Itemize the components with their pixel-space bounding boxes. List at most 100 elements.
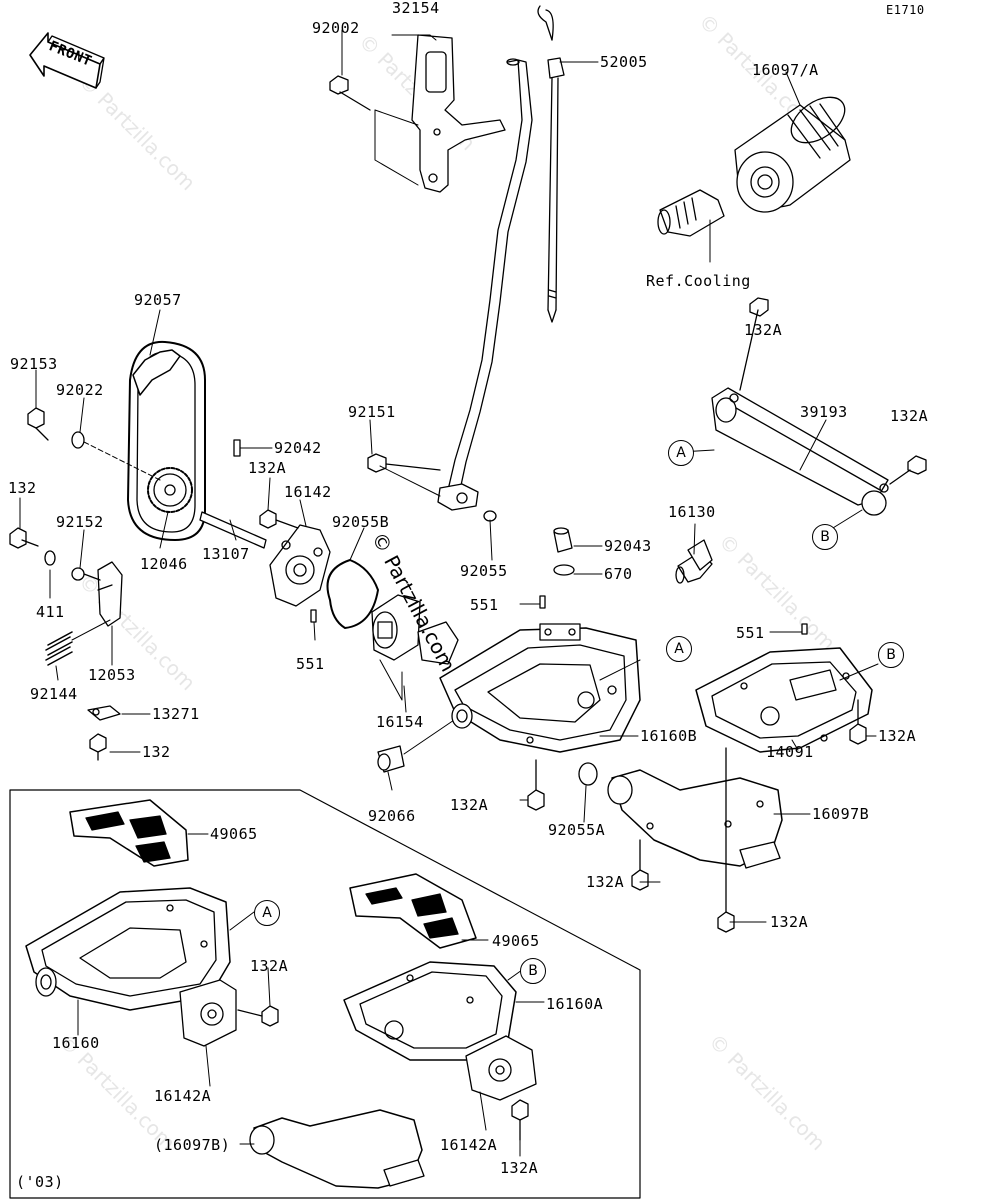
part-label-14091: 14091: [766, 743, 814, 761]
diagram-code: E1710: [886, 3, 925, 17]
o-ring-670-drawing: [553, 564, 575, 576]
part-label-16097B: 16097B: [812, 805, 870, 823]
part-label-132A: 132A: [586, 873, 625, 891]
part-label-132A: 132A: [250, 957, 289, 975]
bolt-132b-drawing: [89, 733, 107, 761]
part-label-16142: 16142: [284, 483, 332, 501]
front-arrow-icon: [29, 32, 105, 89]
part-label-16160B: 16160B: [640, 727, 698, 745]
bolt-132A-inset2-drawing: [511, 1099, 529, 1141]
part-label-92055: 92055: [460, 562, 508, 580]
part-label-132A: 132A: [500, 1159, 539, 1177]
year-note: ('03): [16, 1173, 64, 1191]
callout-a: A: [668, 440, 694, 466]
part-label-132b: 132: [142, 743, 171, 761]
part-label-132A: 132A: [744, 321, 783, 339]
part-label-92043: 92043: [604, 537, 652, 555]
part-label-16130: 16130: [668, 503, 716, 521]
collar-92066-drawing: [377, 745, 405, 773]
rotor-16154-drawing: [371, 594, 459, 665]
part-label-16097A: 16097/A: [752, 61, 819, 79]
strainer-14091-drawing: [695, 647, 873, 753]
inset-frame: [9, 789, 641, 1199]
gasket-92055B-drawing: [326, 559, 379, 629]
chain-guide-drawing: [97, 561, 123, 627]
part-label-551: 551: [736, 624, 765, 642]
callout-b: B: [520, 958, 546, 984]
part-label-132A: 132A: [770, 913, 809, 931]
callout-a: A: [254, 900, 280, 926]
gasket-49065-right-drawing: [349, 873, 477, 949]
bolt-132A-strainer-drawing: [849, 699, 867, 745]
part-label-92002: 92002: [312, 19, 360, 37]
spring-drawing: [45, 619, 111, 666]
dipstick-tube-drawing: [437, 58, 533, 511]
bolt-132A-pipe1-drawing: [739, 297, 769, 391]
washer-92022-drawing: [71, 431, 161, 481]
part-label-49065: 49065: [492, 932, 540, 950]
part-label-132: 132: [8, 479, 37, 497]
pin-551c-drawing: [801, 623, 808, 635]
pin-551b-drawing: [539, 595, 546, 609]
washer-411-drawing: [44, 550, 56, 566]
part-label-16142A: 16142A: [440, 1136, 498, 1154]
bolt-92152-drawing: [71, 567, 101, 581]
part-label-132A: 132A: [890, 407, 929, 425]
oil-pipe-39193-drawing: [711, 387, 889, 516]
oil-pump-16142A-right-drawing: [465, 1035, 537, 1101]
o-ring-92055A-drawing: [578, 762, 598, 786]
part-label-132A: 132A: [450, 796, 489, 814]
pump-shaft-drawing: [199, 439, 267, 549]
part-label-92055B: 92055B: [332, 513, 390, 531]
part-label-12046: 12046: [140, 555, 188, 573]
ref-cooling-label: Ref.Cooling: [646, 272, 751, 290]
part-label-551: 551: [470, 596, 499, 614]
part-label-132A: 132A: [878, 727, 917, 745]
part-label-12053: 12053: [88, 666, 136, 684]
oil-pan-16160-drawing: [25, 887, 231, 1011]
oil-pan-16160B-drawing: [439, 623, 641, 753]
callout-b: B: [878, 642, 904, 668]
part-label-16154: 16154: [376, 713, 424, 731]
part-label-49065: 49065: [210, 825, 258, 843]
part-label-16160A: 16160A: [546, 995, 604, 1013]
part-label-411: 411: [36, 603, 65, 621]
oil-pump-16142A-left-drawing: [179, 979, 237, 1047]
part-label-16160: 16160: [52, 1034, 100, 1052]
callout-a: A: [666, 636, 692, 662]
part-label-132A: 132A: [248, 459, 287, 477]
bolt-132-drawing: [9, 527, 39, 549]
part-label-13107: 13107: [202, 545, 250, 563]
sprocket-drawing: [147, 467, 193, 513]
bolt-92151-drawing: [367, 453, 441, 473]
clip-13271-drawing: [87, 705, 121, 721]
bolt-132A-pipe2-drawing: [889, 455, 927, 485]
oil-pump-16142-drawing: [269, 524, 331, 607]
part-label-670: 670: [604, 565, 633, 583]
part-label-92022: 92022: [56, 381, 104, 399]
part-label-92151: 92151: [348, 403, 396, 421]
part-label-92144: 92144: [30, 685, 78, 703]
part-label-52005: 52005: [600, 53, 648, 71]
part-label-92042: 92042: [274, 439, 322, 457]
part-label-92152: 92152: [56, 513, 104, 531]
part-label-39193: 39193: [800, 403, 848, 421]
part-label-92066: 92066: [368, 807, 416, 825]
part-label-92057: 92057: [134, 291, 182, 309]
gasket-49065-left-drawing: [69, 799, 189, 867]
bolt-132A-pan-drawing: [527, 759, 545, 811]
pin-551-drawing: [310, 609, 317, 623]
bolt-132A-inset1-drawing: [237, 1005, 279, 1027]
part-label-13271: 13271: [152, 705, 200, 723]
dipstick-bracket-drawing: [411, 34, 506, 193]
cam-chain-drawing: [127, 340, 206, 541]
bolt-132A-cover2-drawing: [717, 747, 735, 933]
cover-16097B-drawing: [607, 769, 783, 869]
part-label-92153: 92153: [10, 355, 58, 373]
bolt-132A-cover1-drawing: [631, 839, 649, 891]
dipstick-drawing: [537, 5, 565, 323]
part-label-551: 551: [296, 655, 325, 673]
bolt-92002-drawing: [329, 75, 371, 111]
